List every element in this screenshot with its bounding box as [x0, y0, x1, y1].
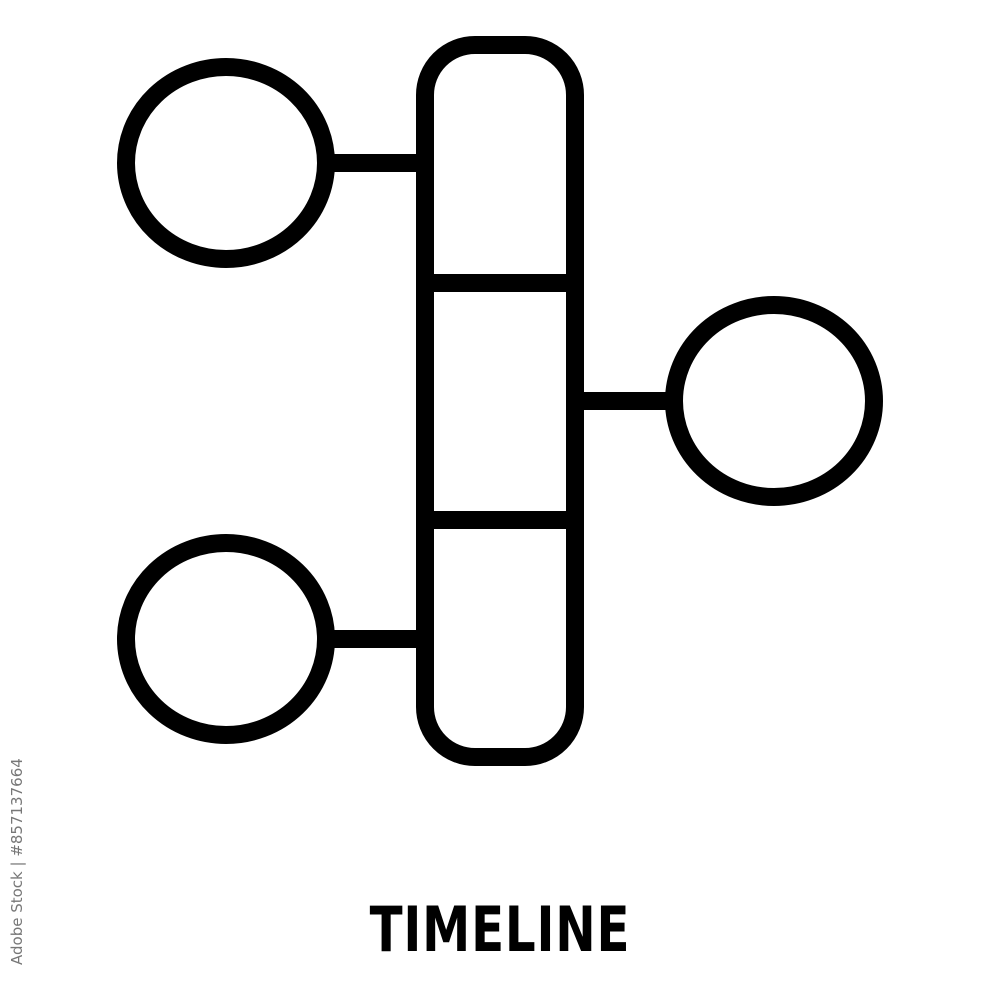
- milestone-circle-top-left: [117, 58, 335, 268]
- icon-caption: TIMELINE: [369, 893, 631, 966]
- milestone-circle-middle-right: [665, 296, 883, 506]
- stock-watermark: Adobe Stock | #857137664: [8, 758, 26, 965]
- milestone-circle-bottom-left: [117, 534, 335, 744]
- timeline-bar: [416, 36, 584, 766]
